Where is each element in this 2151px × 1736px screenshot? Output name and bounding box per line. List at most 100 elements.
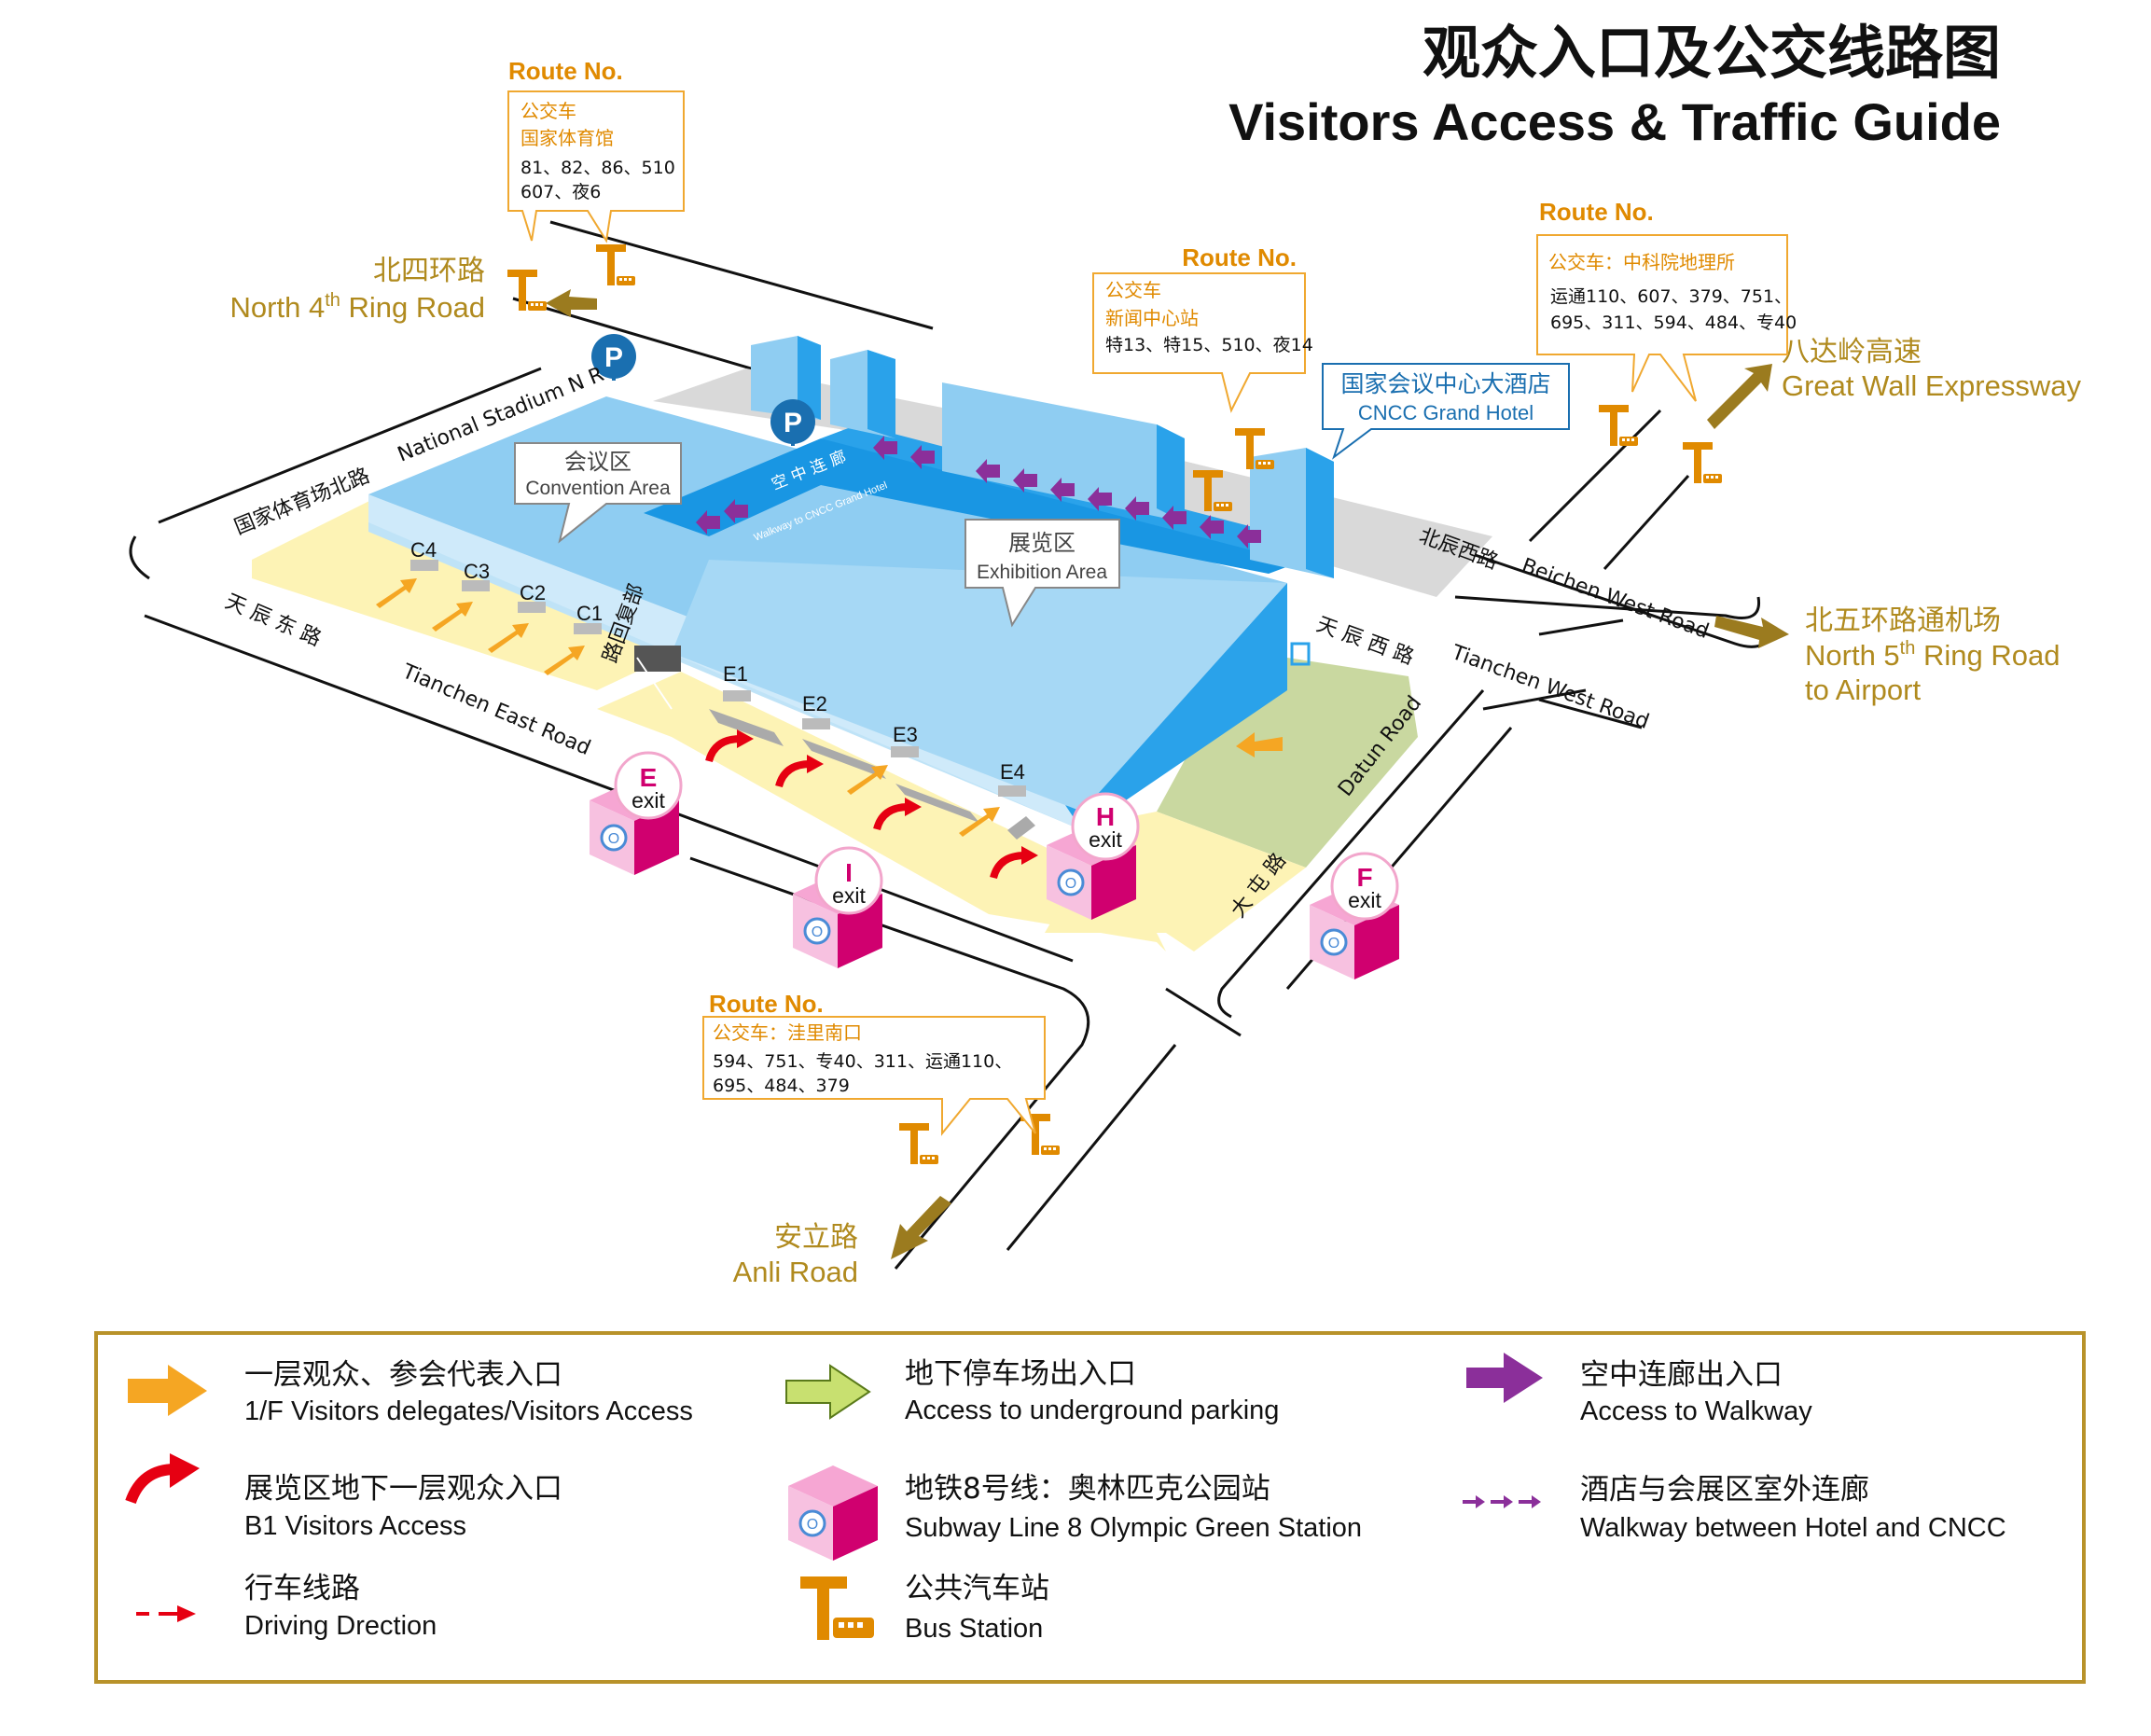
convention-callout: 会议区 Convention Area	[514, 442, 682, 544]
legend-6-cn: 酒店与会展区室外连廊	[1580, 1473, 1869, 1507]
north4-en: North 4th Ring Road	[230, 290, 485, 324]
gate-c4: C4	[410, 538, 437, 562]
yellow-plaza-west	[252, 499, 676, 690]
legend-5-en: Subway Line 8 Olympic Green Station	[905, 1513, 1362, 1543]
route-box-ne: Route No. 公交车：中科院地理所 运通110、607、379、751、 …	[1536, 198, 1797, 402]
route-nw-l1: 公交车	[520, 100, 576, 122]
parking-north[interactable]: P	[591, 334, 636, 381]
exit-f-letter: F	[1356, 863, 1372, 892]
north4-cn: 北四环路	[373, 255, 485, 287]
legend-8-cn: 公共汽车站	[905, 1572, 1049, 1605]
red-dashed-arrow-icon	[136, 1605, 196, 1622]
route-nw-heading: Route No.	[508, 57, 623, 85]
route-nw-l4: 607、夜6	[520, 182, 601, 202]
route-south-l2: 594、751、专40、311、运通110、	[713, 1051, 1012, 1072]
route-center-l3: 特13、特15、510、夜14	[1105, 335, 1313, 355]
anli-cn: 安立路	[774, 1221, 858, 1254]
route-center-l1: 公交车	[1105, 279, 1161, 301]
legend: 一层观众、参会代表入口 1/F Visitors delegates/Visit…	[94, 1331, 2086, 1684]
legend-1-cn: 一层观众、参会代表入口	[244, 1358, 562, 1392]
gate-e2: E2	[802, 692, 827, 715]
exit-f-word: exit	[1348, 888, 1381, 912]
legend-7-en: Driving Drection	[244, 1611, 437, 1641]
exhibition-cn: 展览区	[1008, 530, 1076, 556]
vertical-lane-divider	[636, 657, 673, 710]
hotel-block-1-side	[1157, 424, 1185, 522]
parking-icon-2: P	[784, 408, 802, 438]
street-tianchen-west-cn: 天 辰 西 路	[1313, 613, 1417, 670]
exit-h-word: exit	[1089, 827, 1122, 852]
legend-2-en: Access to underground parking	[905, 1396, 1279, 1425]
route-center-l2: 新闻中心站	[1105, 307, 1199, 329]
route-box-center: Route No. 公交车 新闻中心站 特13、特15、510、夜14	[1092, 243, 1313, 413]
legend-6-en: Walkway between Hotel and CNCC	[1580, 1513, 2006, 1543]
exit-i-word: exit	[832, 883, 866, 908]
purple-arrow-icon	[1466, 1353, 1543, 1403]
hotel-callout: 国家会议中心大酒店 CNCC Grand Hotel	[1322, 363, 1570, 460]
road-anli: 安立路 Anli Road	[733, 1196, 951, 1288]
route-box-south: Route No. 公交车：洼里南口 594、751、专40、311、运通110…	[702, 990, 1046, 1136]
route-ne-l1: 公交车：中科院地理所	[1548, 251, 1735, 273]
exhibition-en: Exhibition Area	[977, 562, 1107, 583]
exhibition-block-top	[672, 560, 1287, 812]
north5-cn: 北五环路通机场	[1805, 604, 2001, 637]
hotel-en: CNCC Grand Hotel	[1358, 401, 1533, 424]
route-ne-l3: 695、311、594、484、专40	[1550, 312, 1797, 333]
great-wall-en: Great Wall Expressway	[1782, 369, 2081, 402]
road-north5: 北五环路通机场 North 5th Ring Road to Airport	[1714, 604, 2060, 706]
gates: C4 C3 C2 C1 E1 E2 E3 E4	[410, 538, 1026, 797]
legend-4-en: B1 Visitors Access	[244, 1511, 466, 1541]
hotel-cn: 国家会议中心大酒店	[1340, 370, 1550, 397]
parking-center[interactable]: P	[770, 399, 815, 446]
route-south-l3: 695、484、379	[713, 1076, 850, 1096]
title-cn: 观众入口及公交线路图	[1422, 19, 2001, 87]
gate-e4: E4	[1000, 760, 1025, 784]
legend-1-en: 1/F Visitors delegates/Visitors Access	[244, 1396, 693, 1426]
route-nw-l3: 81、82、86、510	[520, 158, 675, 178]
legend-5-cn: 地铁8号线：奥林匹克公园站	[905, 1472, 1270, 1506]
tower-1-side	[798, 336, 821, 420]
route-ne-heading: Route No.	[1539, 198, 1654, 226]
route-center-heading: Route No.	[1182, 243, 1297, 271]
hotel-block-2-side	[1306, 448, 1334, 578]
road-north4: 北四环路 North 4th Ring Road	[230, 255, 597, 324]
title-en: Visitors Access & Traffic Guide	[1228, 92, 2001, 151]
exit-e-word: exit	[631, 788, 665, 812]
exit-h-letter: H	[1096, 802, 1115, 831]
east-wall-marker	[1290, 642, 1311, 666]
red-curved-arrow-icon	[125, 1453, 200, 1505]
tower-2-side	[867, 350, 895, 438]
street-tianchen-west-en: Tianchen West Road	[1448, 641, 1652, 734]
legend-3-cn: 空中连廊出入口	[1580, 1358, 1783, 1392]
purple-dashed-arrows-icon	[1463, 1495, 1541, 1508]
b1-ramps	[709, 709, 1035, 840]
legend-3-en: Access to Walkway	[1580, 1396, 1812, 1426]
anli-en: Anli Road	[733, 1256, 858, 1288]
legend-frame	[94, 1331, 2086, 1684]
exit-i[interactable]: I exit	[791, 846, 884, 970]
exit-i-letter: I	[845, 858, 853, 887]
hotel-block-1	[942, 382, 1185, 522]
visitor-entry-arrows	[376, 578, 1283, 837]
orange-arrow-icon	[128, 1365, 207, 1416]
gate-c1: C1	[576, 602, 603, 625]
exit-h[interactable]: H exit	[1045, 792, 1140, 922]
legend-4-cn: 展览区地下一层观众入口	[244, 1472, 562, 1506]
street-tianchen-east-cn: 天 辰 东 路	[222, 590, 325, 652]
route-box-nw: Route No. 公交车 国家体育馆 81、82、86、510 607、夜6	[507, 57, 685, 243]
exit-f[interactable]: F exit	[1308, 852, 1401, 981]
great-wall-cn: 八达岭高速	[1782, 336, 1922, 368]
road-great-wall: 八达岭高速 Great Wall Expressway	[1707, 336, 2081, 429]
north5-en: North 5th Ring Road	[1805, 638, 2060, 672]
exit-e-letter: E	[640, 763, 658, 792]
gate-e1: E1	[723, 662, 748, 686]
route-south-heading: Route No.	[709, 990, 824, 1018]
gate-c2: C2	[520, 581, 546, 604]
gate-c3: C3	[464, 560, 490, 583]
route-ne-l2: 运通110、607、379、751、	[1550, 286, 1792, 307]
route-south-l1: 公交车：洼里南口	[713, 1021, 862, 1044]
exhibition-callout: 展览区 Exhibition Area	[964, 519, 1120, 628]
bus-stop-icon	[800, 1576, 874, 1640]
exit-e[interactable]: E exit	[588, 751, 683, 877]
